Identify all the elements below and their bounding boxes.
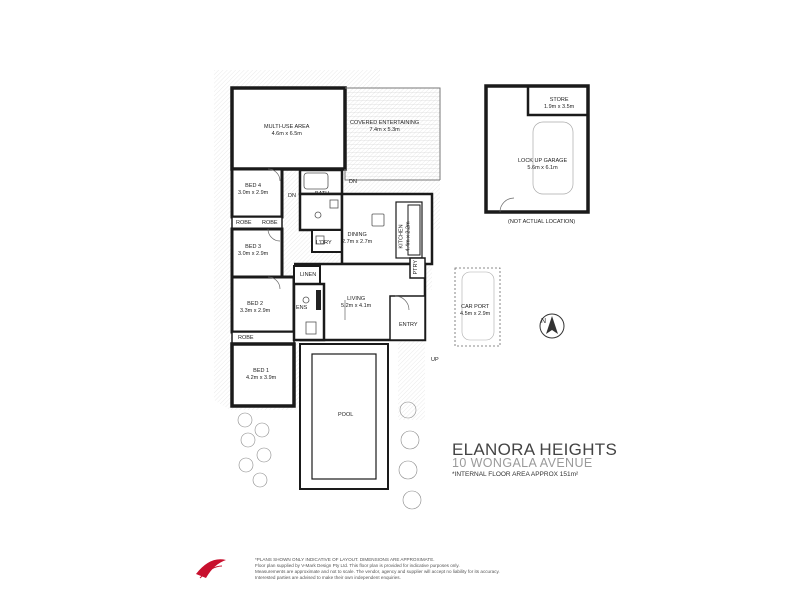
v-mark-logo (196, 559, 226, 579)
room-bed1: BED 1 4.2m x 3.9m (246, 368, 276, 381)
house-walls (230, 86, 441, 490)
room-covered-entertaining: COVERED ENTERTAINING 7.4m x 5.3m (350, 120, 419, 133)
disclaimer-line: Floor plan supplied by V-Mark Design Pty… (255, 563, 460, 568)
room-dims: 4.2m x 3.9m (246, 374, 277, 381)
room-dims: 3.3m x 2.9m (240, 307, 271, 314)
label-dn-left: DN (288, 193, 296, 199)
disclaimer-line: *PLANS SHOWN ONLY INDICATIVE OF LAYOUT. … (255, 557, 435, 562)
label-robe-bed1: ROBE (238, 335, 254, 341)
label-linen: LINEN (300, 272, 317, 278)
room-dims: 7.4m x 5.3m (369, 126, 400, 133)
label-robe-bed4: ROBE (236, 220, 252, 226)
label-pool: POOL (338, 412, 354, 418)
room-name: COVERED ENTERTAINING (350, 120, 420, 126)
room-multi-use: MULTI-USE AREA 4.6m x 6.5m (264, 124, 309, 137)
label-bath: BATH (315, 191, 330, 197)
room-name: BED 4 (245, 183, 262, 189)
label-ldry: L'DRY (316, 240, 332, 246)
room-dims: 1.9m x 3.5m (544, 103, 575, 110)
room-kitchen: KITCHEN 4.4m x 2.2m (399, 221, 412, 251)
room-bed4: BED 4 3.0m x 2.9m (238, 183, 268, 196)
room-name: MULTI-USE AREA (264, 124, 310, 130)
label-up: UP (431, 357, 439, 363)
room-living: LIVING 5.2m x 4.1m (341, 296, 371, 309)
disclaimer-line: Interested parties are advised to make t… (255, 575, 401, 580)
room-name: CAR PORT (460, 304, 490, 310)
room-name: BED 3 (245, 244, 262, 250)
address: 10 WONGALA AVENUE (452, 456, 593, 470)
disclaimer: *PLANS SHOWN ONLY INDICATIVE OF LAYOUT. … (255, 557, 555, 581)
area-note: *INTERNAL FLOOR AREA APPROX 151m² (452, 471, 579, 478)
label-entry: ENTRY (399, 322, 418, 328)
room-dims: 4.4m x 2.2m (405, 221, 412, 252)
room-name: STORE (549, 97, 569, 103)
landscape-trees (237, 401, 422, 510)
room-name: DINING (347, 232, 367, 238)
room-name: KITCHEN (398, 224, 405, 249)
disclaimer-line: Measurements are approximate and not to … (255, 569, 500, 574)
room-bed2: BED 2 3.3m x 2.9m (240, 301, 270, 314)
room-store: STORE 1.9m x 3.5m (544, 97, 574, 110)
room-bed3: BED 3 3.0m x 2.9m (238, 244, 268, 257)
room-dims: 5.6m x 6.1m (527, 164, 558, 171)
room-name: BED 2 (247, 301, 264, 307)
room-garage: LOCK UP GARAGE 5.6m x 6.1m (518, 158, 567, 171)
room-dims: 4.6m x 6.5m (271, 130, 302, 137)
room-name: BED 1 (253, 368, 270, 374)
room-carport: CAR PORT 4.5m x 2.9m (460, 304, 490, 317)
carport (454, 267, 501, 347)
label-robe-bed3: ROBE (262, 220, 278, 226)
room-name: LIVING (347, 296, 366, 302)
room-dims: 3.0m x 2.9m (238, 250, 269, 257)
room-dims: 5.2m x 4.1m (341, 302, 372, 309)
door-swings (267, 168, 410, 320)
garage-block (484, 84, 590, 214)
room-dims: 4.5m x 2.9m (460, 310, 491, 317)
room-dims: 2.7m x 2.7m (342, 238, 373, 245)
label-dn-right: DN (349, 179, 357, 185)
label-north: N (541, 318, 547, 325)
room-dims: 3.0m x 2.9m (238, 189, 269, 196)
north-arrow (539, 313, 565, 339)
label-not-actual-location: (NOT ACTUAL LOCATION) (508, 219, 576, 225)
page-title: ELANORA HEIGHTS (452, 440, 618, 459)
label-pantry: PTRY (413, 259, 420, 275)
fixtures (302, 172, 385, 335)
label-ens: ENS (296, 305, 308, 311)
room-name: LOCK UP GARAGE (518, 158, 568, 164)
room-dining: DINING 2.7m x 2.7m (342, 232, 372, 245)
